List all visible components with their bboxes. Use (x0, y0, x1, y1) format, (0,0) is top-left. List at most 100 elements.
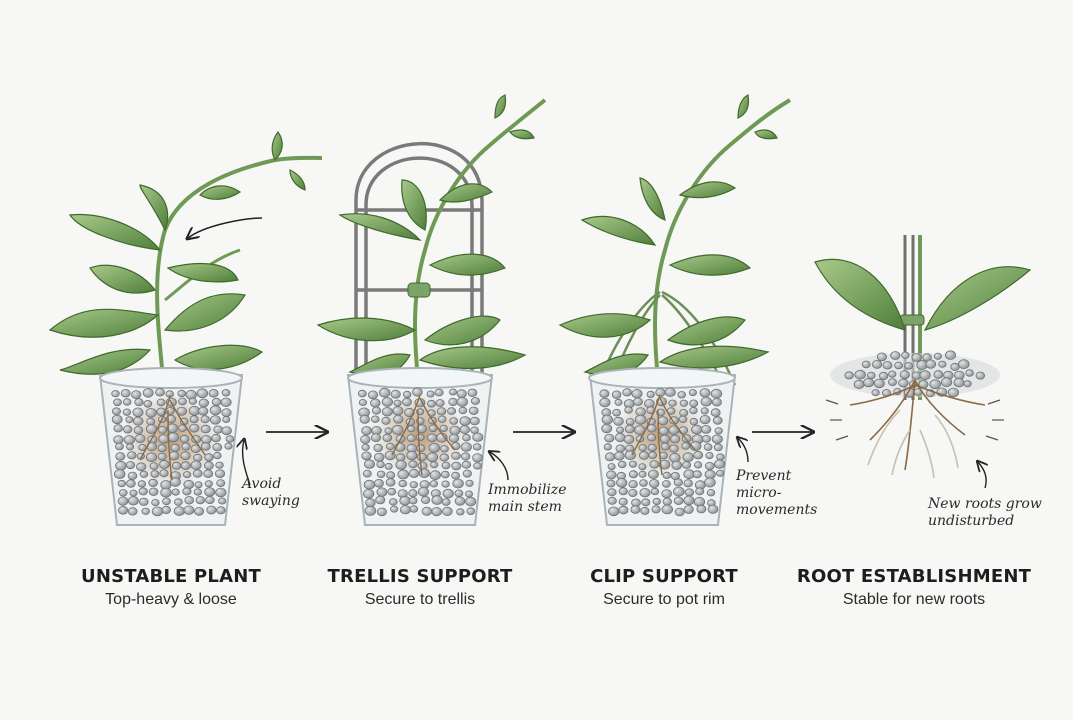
pebble (213, 451, 222, 460)
pebble (622, 388, 632, 397)
pebble (376, 460, 385, 469)
pebble (671, 460, 683, 470)
pebble (183, 479, 195, 490)
pebble (117, 479, 126, 488)
pebble (616, 477, 628, 488)
pebble (628, 488, 638, 497)
panel-title: UNSTABLE PLANT (81, 566, 261, 587)
pebble (148, 478, 158, 487)
panel-trellis-support (316, 94, 547, 526)
pebble (454, 489, 464, 498)
pebble (434, 388, 444, 397)
pebble (225, 435, 235, 443)
pebble (674, 507, 685, 517)
pebble (625, 418, 635, 426)
pebble (134, 398, 144, 407)
pebble (363, 488, 375, 499)
pebble (133, 426, 144, 435)
pebble (703, 443, 713, 451)
pebble (170, 443, 180, 452)
pebble (122, 398, 132, 406)
pebble (126, 479, 136, 488)
pebble (428, 424, 438, 433)
pebble (938, 360, 947, 368)
pebble (211, 433, 221, 443)
pebble (176, 406, 188, 416)
pebble (681, 442, 690, 450)
pebble (638, 463, 647, 471)
pebble (212, 443, 223, 452)
pebble (466, 507, 476, 516)
pebble (436, 407, 447, 416)
pebble (151, 498, 160, 507)
pebble (871, 359, 883, 369)
pebble (648, 469, 659, 480)
pebble (607, 496, 617, 505)
leaf-cluster (558, 94, 778, 376)
pebble (148, 487, 159, 496)
pebble (452, 478, 464, 489)
pebble (125, 416, 134, 424)
pebble (451, 442, 461, 451)
pebble (601, 414, 614, 425)
pebble (925, 359, 937, 369)
pebble (397, 469, 410, 480)
pebble (945, 350, 957, 360)
pebble (113, 424, 123, 433)
pebble (866, 371, 876, 380)
pebble (700, 396, 713, 407)
pebble (120, 389, 131, 398)
pebble (188, 397, 197, 405)
pebble (416, 452, 427, 462)
pebble (370, 415, 380, 423)
sway-arrow-icon (188, 217, 263, 238)
pebble (618, 505, 629, 515)
pebble (365, 498, 376, 508)
pebble (624, 424, 635, 434)
pebble (711, 397, 722, 407)
pebble (122, 425, 133, 434)
pebble (616, 426, 625, 434)
pebble (392, 406, 404, 416)
pebble (904, 362, 913, 370)
pebble (215, 487, 227, 498)
pebble (692, 470, 702, 479)
pebble (398, 479, 408, 488)
pebble (131, 390, 142, 400)
pebble (427, 399, 436, 408)
pebble (876, 352, 888, 362)
pebble (953, 378, 965, 388)
pebble (696, 504, 707, 514)
pebble (456, 396, 469, 407)
pebble (139, 497, 149, 506)
pebble (683, 479, 693, 488)
pebble (204, 453, 214, 462)
pebble (112, 407, 122, 416)
pebble (160, 487, 172, 498)
panel-unstable-plant (48, 130, 323, 526)
panel-title: ROOT ESTABLISHMENT (796, 566, 1032, 587)
pebble (183, 505, 195, 515)
pebble (111, 414, 123, 425)
pebble (115, 452, 126, 461)
pebble (115, 460, 127, 471)
panel-title: TRELLIS SUPPORT (327, 566, 513, 587)
note-line: swaying (242, 493, 300, 509)
pebble (673, 496, 684, 505)
pebble (712, 416, 723, 425)
pebble (639, 479, 648, 487)
pebble (465, 496, 477, 507)
leaf-cluster (316, 94, 535, 376)
pebble (361, 451, 372, 461)
root-system (849, 379, 986, 479)
pebble (358, 398, 367, 406)
pebble (373, 452, 385, 462)
pebble (157, 425, 167, 434)
note-line: Prevent (736, 468, 792, 484)
pebble (198, 398, 210, 408)
tie-icon (899, 314, 925, 326)
pebble (634, 414, 647, 425)
pebble (211, 397, 222, 407)
note-line: micro- (736, 485, 782, 501)
pebble (607, 488, 617, 497)
